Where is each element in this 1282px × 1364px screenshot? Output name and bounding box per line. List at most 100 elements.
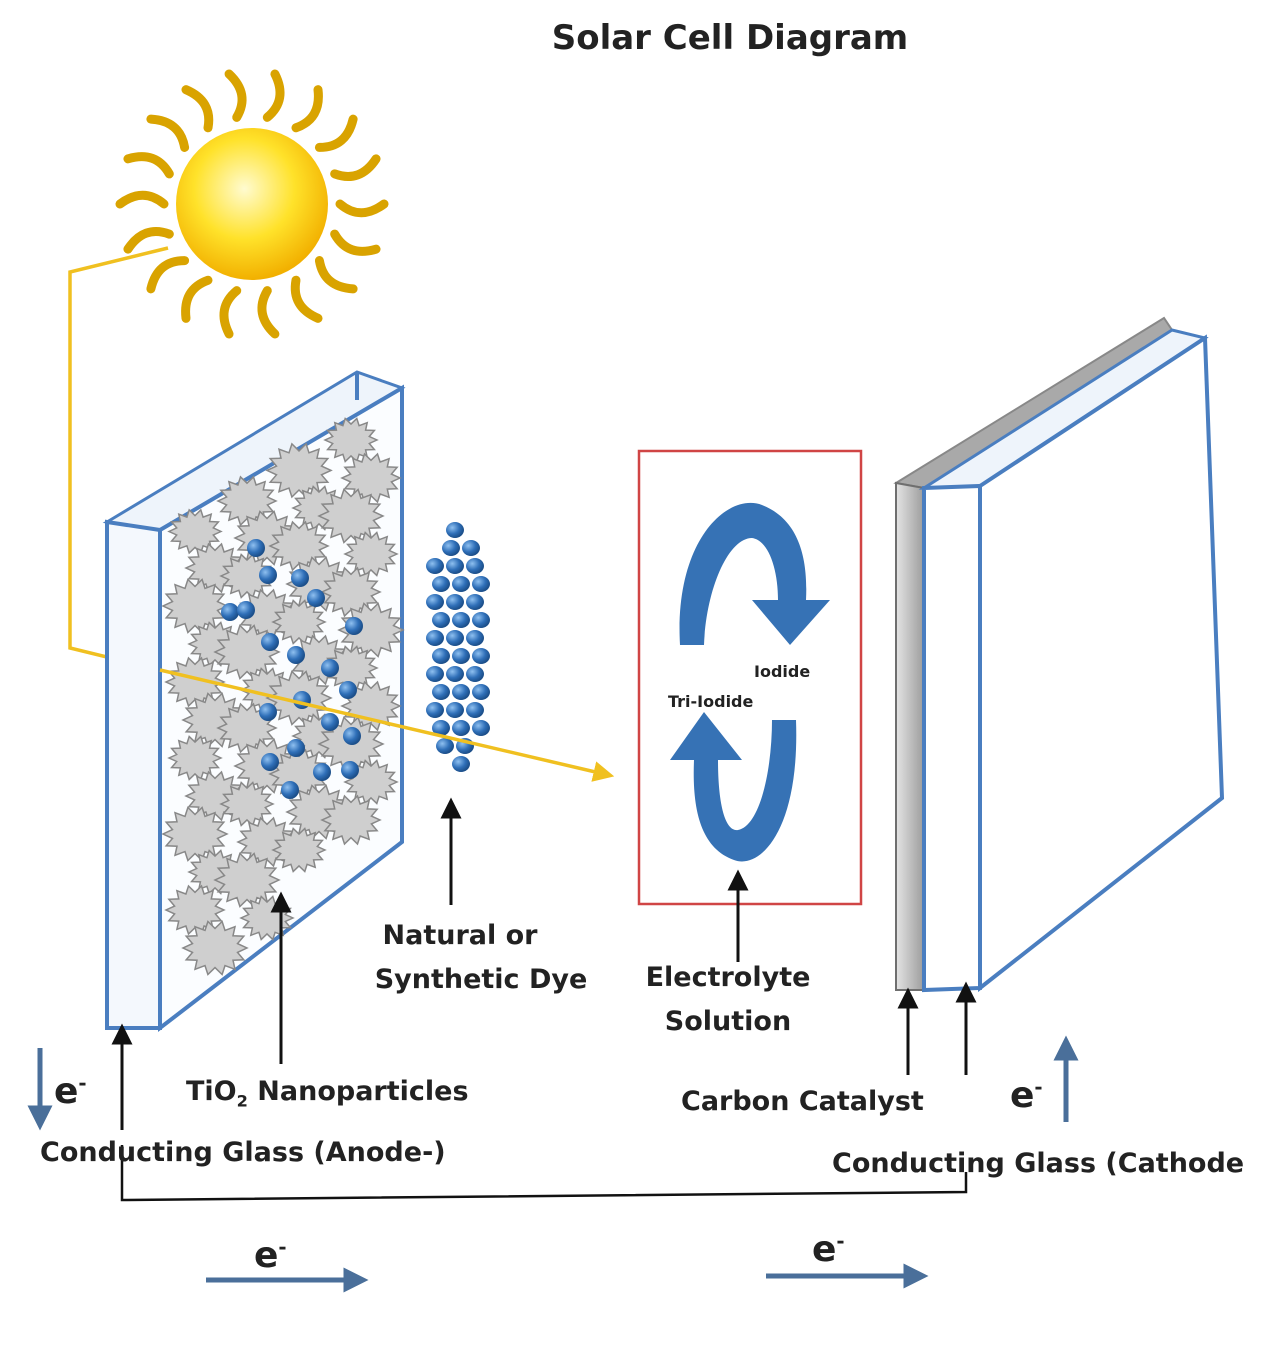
dye-dot xyxy=(466,666,484,682)
dye-dot xyxy=(432,576,450,592)
dye-dot xyxy=(472,612,490,628)
sun-ray xyxy=(115,190,169,209)
dye-dot xyxy=(446,666,464,682)
electron-label-bottom-right: e- xyxy=(812,1229,845,1270)
electron-label-bottom-left: e- xyxy=(254,1235,287,1276)
tio2-nanoparticle xyxy=(271,827,327,873)
tio2-suffix: Nanoparticles xyxy=(247,1076,469,1107)
dye-dot xyxy=(307,589,325,607)
triiodide-label: Tri-Iodide xyxy=(668,692,754,711)
dye-dot xyxy=(321,659,339,677)
dye-dot xyxy=(339,681,357,699)
triiodide-arrow xyxy=(670,712,797,862)
external-circuit-wire xyxy=(120,1145,968,1202)
electron-label-right: e- xyxy=(1010,1075,1043,1116)
dye-dot xyxy=(259,703,277,721)
sun-ray xyxy=(146,114,190,152)
dye-dot xyxy=(442,540,460,556)
cathode-glass-edge xyxy=(922,483,982,993)
sun-ray xyxy=(257,286,280,339)
dye-dot xyxy=(446,702,464,718)
dye-dot xyxy=(341,761,359,779)
dye-dot xyxy=(452,648,470,664)
dye-label-line1: Natural or xyxy=(382,920,538,951)
dye-dot xyxy=(432,612,450,628)
sun-ray xyxy=(181,275,213,323)
dye-dot xyxy=(472,576,490,592)
carbon-catalyst-label: Carbon Catalyst xyxy=(681,1086,924,1117)
dye-dot xyxy=(446,630,464,646)
electrolyte-label-line1: Electrolyte xyxy=(645,962,811,993)
light-ray xyxy=(159,668,615,782)
dye-dot xyxy=(462,540,480,556)
dye-dot xyxy=(432,648,450,664)
redox-cycle-arrows xyxy=(670,502,830,862)
dye-dot xyxy=(446,594,464,610)
sun-ray xyxy=(262,69,285,122)
dye-dot xyxy=(287,646,305,664)
sun-ray xyxy=(123,227,174,254)
dye-dot xyxy=(446,558,464,574)
tio2-nanoparticle xyxy=(271,599,327,645)
dye-dot xyxy=(345,617,363,635)
dye-dot xyxy=(426,702,444,718)
dye-dot xyxy=(221,603,239,621)
dye-dot xyxy=(472,720,490,736)
dye-dot xyxy=(466,558,484,574)
tio2-nanoparticle xyxy=(340,452,402,504)
sun-ray xyxy=(181,85,214,133)
sun-ray xyxy=(330,154,381,181)
tio2-nanoparticle xyxy=(320,794,382,846)
dye-dot xyxy=(436,738,454,754)
sun-ray xyxy=(291,85,323,133)
sun-ray xyxy=(123,152,174,179)
tio2-label: TiO2 Nanoparticles xyxy=(186,1076,469,1111)
dye-dot xyxy=(472,648,490,664)
cathode-glass-face xyxy=(978,334,1225,993)
electron-flow-arrows xyxy=(27,1035,1079,1293)
tio2-subscript: 2 xyxy=(236,1091,248,1111)
dye-dot xyxy=(343,727,361,745)
dye-dot xyxy=(452,684,470,700)
sun-ray xyxy=(335,199,389,218)
dye-dot xyxy=(452,756,470,772)
tio2-nanoparticle xyxy=(219,781,275,827)
dye-dot xyxy=(237,601,255,619)
dye-dot xyxy=(466,702,484,718)
diagram-title: Solar Cell Diagram xyxy=(551,18,909,58)
dye-dot xyxy=(426,558,444,574)
dye-dot xyxy=(452,576,470,592)
tio2-nanoparticle xyxy=(323,417,379,463)
tio2-prefix: TiO xyxy=(186,1076,237,1107)
sun-ray xyxy=(219,286,242,339)
electron-label-left: e- xyxy=(54,1071,87,1112)
carbon-catalyst-layer xyxy=(895,481,925,991)
dye-dot xyxy=(426,666,444,682)
dye-dot xyxy=(261,633,279,651)
dye-on-nanoparticles xyxy=(221,539,363,799)
tio2-nanoparticle xyxy=(167,735,223,781)
tio2-nanoparticle xyxy=(337,602,405,658)
electrolyte-label-line2: Solution xyxy=(664,1006,792,1037)
dye-dot xyxy=(313,763,331,781)
sun-icon xyxy=(115,69,389,339)
dye-dot xyxy=(259,566,277,584)
cathode-assembly xyxy=(893,316,1225,993)
anode-label: Conducting Glass (Anode-) xyxy=(40,1137,446,1168)
dye-particle-cluster xyxy=(426,522,490,772)
pointer-arrows xyxy=(111,797,977,1130)
sun-ray xyxy=(290,275,323,323)
dye-dot xyxy=(452,720,470,736)
dye-dot xyxy=(446,522,464,538)
dye-dot xyxy=(287,739,305,757)
sun-ray xyxy=(330,229,381,256)
dye-dot xyxy=(466,594,484,610)
dye-dot xyxy=(466,630,484,646)
tio2-nanoparticle xyxy=(167,508,223,555)
tio2-nanoparticle xyxy=(219,553,275,599)
dye-dot xyxy=(291,569,309,587)
tio2-nanoparticle xyxy=(181,920,249,976)
tio2-nanoparticle-layer xyxy=(161,417,405,976)
iodide-arrow xyxy=(679,502,830,645)
dye-dot xyxy=(321,713,339,731)
